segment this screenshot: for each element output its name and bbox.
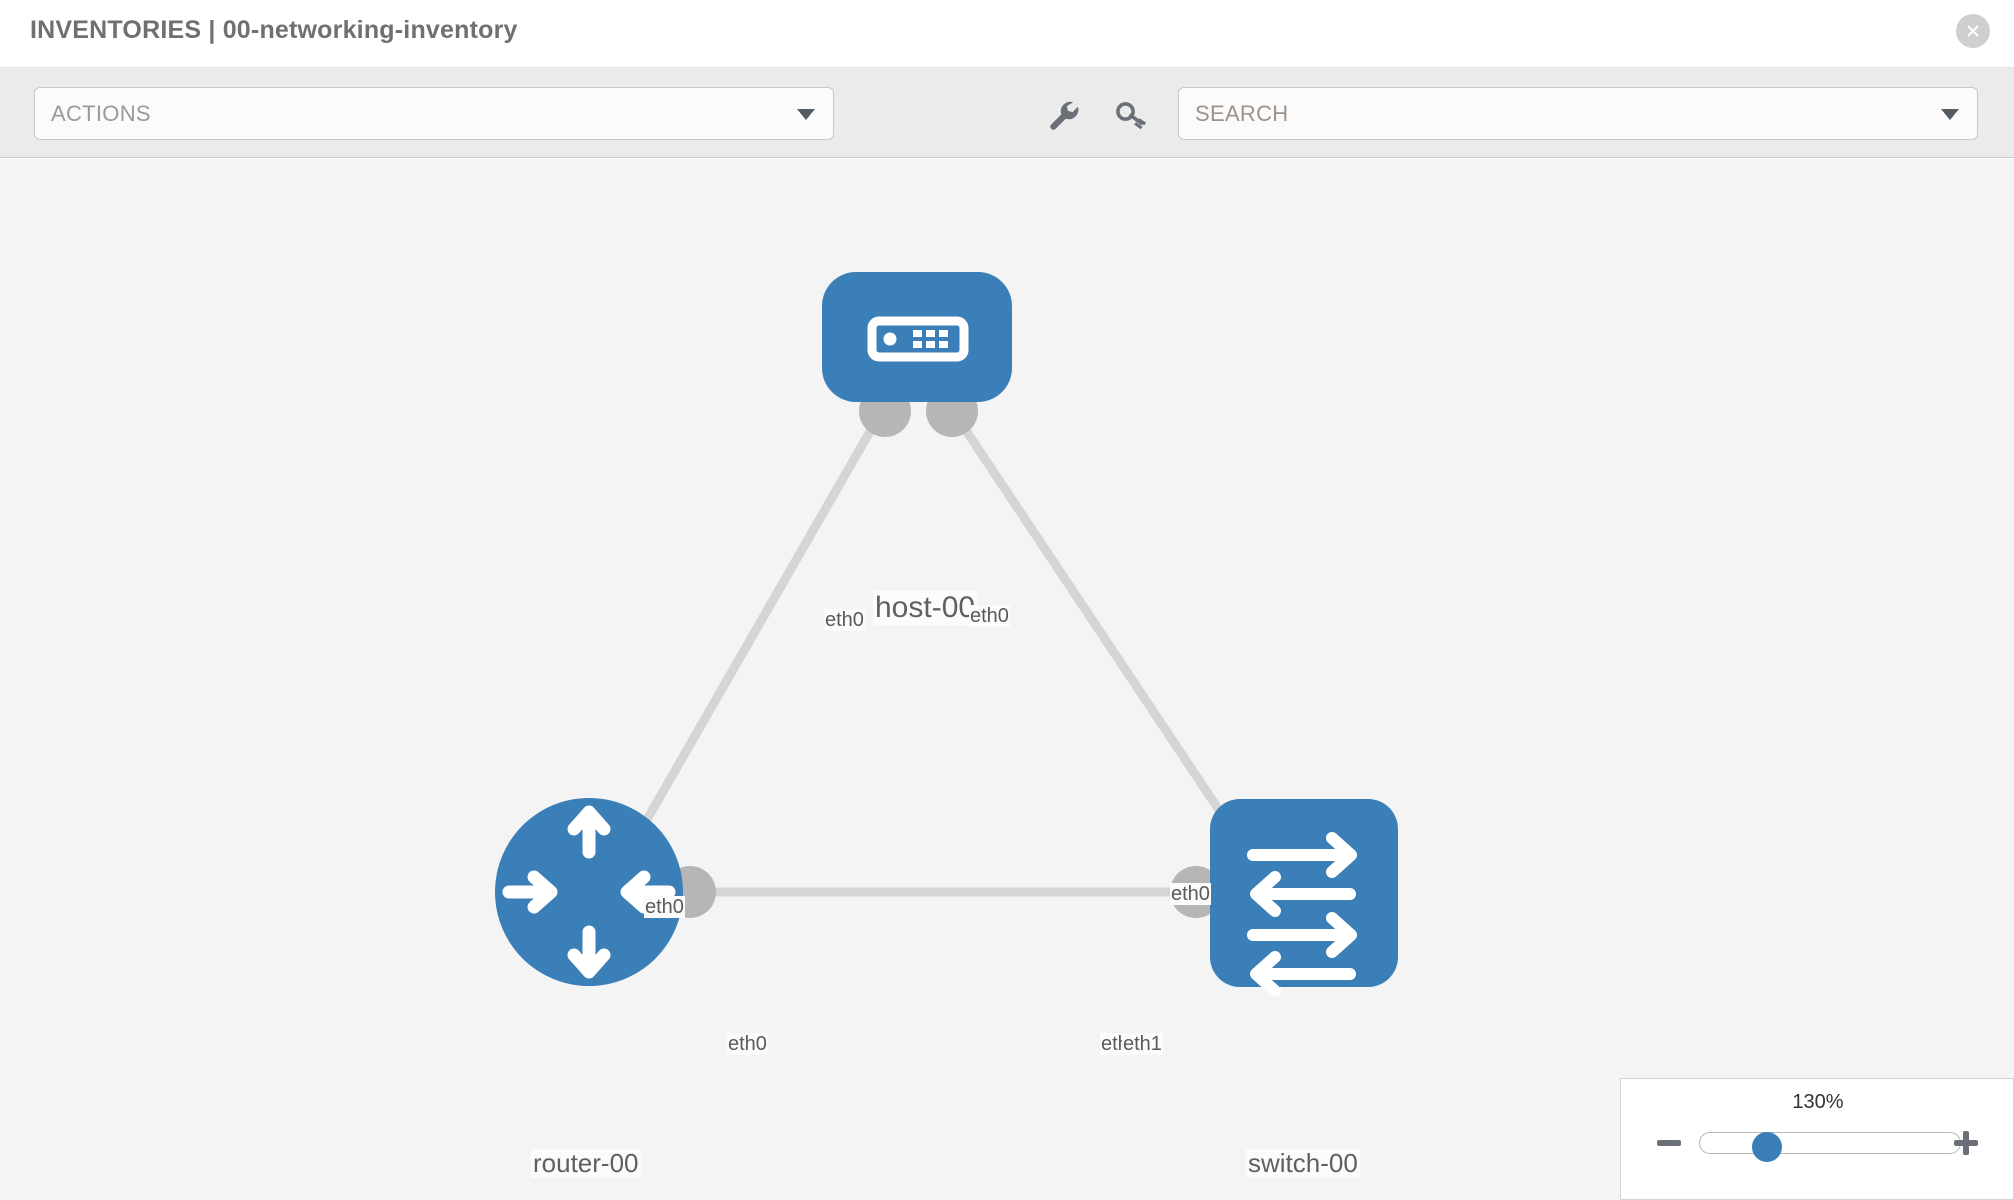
topology-links: [626, 411, 1249, 897]
page-title: INVENTORIES | 00-networking-inventory: [30, 16, 518, 44]
port-label-switch-left-front: eth1: [1122, 1033, 1163, 1056]
topology-graph: [495, 272, 1398, 997]
port-label-host-right: eth0: [969, 605, 1010, 628]
node-label-switch: switch-00: [1246, 1148, 1360, 1179]
node-label-router: router-00: [531, 1148, 641, 1179]
chevron-down-icon: [797, 109, 815, 120]
wrench-icon[interactable]: [1044, 96, 1082, 134]
zoom-control-panel: 130%: [1620, 1078, 2014, 1200]
close-icon[interactable]: [1956, 14, 1990, 48]
zoom-level-value: 130%: [1792, 1091, 1844, 1113]
switch-arrows-icon: [1247, 832, 1357, 997]
chevron-down-icon: [1941, 109, 1959, 120]
node-switch-00: [1210, 799, 1398, 997]
port-label-switch-upper: eth0: [1170, 883, 1211, 906]
server-device-icon: [867, 316, 969, 362]
zoom-slider-thumb[interactable]: [1752, 1132, 1782, 1162]
topology-canvas[interactable]: host-00 router-00 switch-00 eth0 eth0 et…: [0, 159, 2014, 1200]
plus-icon[interactable]: [1951, 1128, 1981, 1158]
page-header: INVENTORIES | 00-networking-inventory: [0, 0, 2014, 68]
node-label-host: host-00: [873, 591, 978, 625]
topology-ports: [664, 385, 1263, 918]
link-host-router: [626, 411, 884, 852]
port-label-router-upper: eth0: [644, 896, 685, 919]
node-host-00: [822, 272, 1012, 402]
actions-dropdown-label: ACTIONS: [51, 101, 151, 126]
router-arrows-icon: [502, 805, 676, 979]
node-router-00: [495, 798, 683, 986]
port-label-host-left: eth0: [824, 609, 865, 632]
port-label-router-right: eth0: [727, 1033, 768, 1056]
actions-dropdown[interactable]: ACTIONS: [34, 87, 834, 140]
minus-icon[interactable]: [1654, 1128, 1684, 1158]
link-host-switch: [951, 411, 1249, 852]
zoom-slider-track[interactable]: [1699, 1132, 1961, 1154]
key-icon[interactable]: [1112, 96, 1150, 134]
search-placeholder: SEARCH: [1195, 101, 1289, 126]
toolbar: ACTIONS SEARCH: [0, 68, 2014, 158]
search-input[interactable]: SEARCH: [1178, 87, 1978, 140]
